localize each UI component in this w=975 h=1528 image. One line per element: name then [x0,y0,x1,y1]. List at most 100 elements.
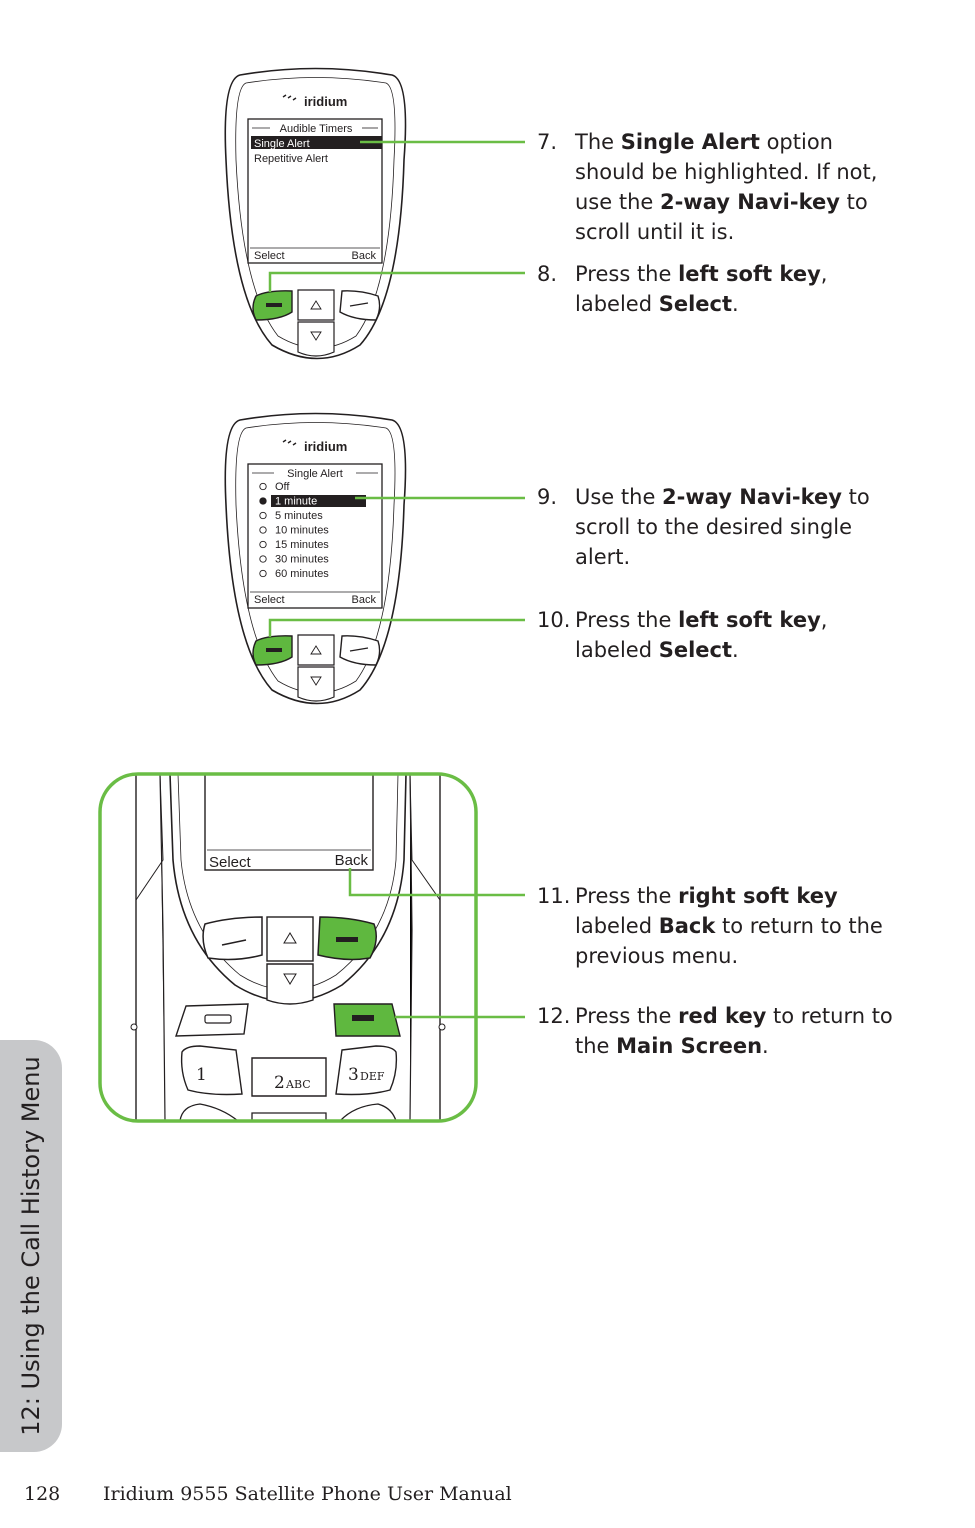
radio-option[interactable]: 1 minute [259,495,366,508]
right-soft-key[interactable] [339,635,381,666]
keypad-digit: 1 [196,1065,207,1085]
step-text-run: labeled [575,914,659,938]
step-number: 7. [537,130,558,154]
step-text-run: Press the [575,608,679,632]
keypad-letters: DEF [360,1070,385,1083]
radio-option-label: 15 minutes [275,539,329,551]
left-soft-key[interactable] [202,916,263,961]
radio-option[interactable]: 30 minutes [259,554,330,566]
soft-label-select: Select [209,854,252,871]
phone-illustration-3: Select Back [98,772,525,1123]
radio-empty-icon [259,526,267,534]
phone-screen [204,774,374,871]
step-text-run: to return to the previous menu. [575,914,883,968]
soft-label-select: Select [254,250,285,262]
step-text: Press the left soft key, labeled Select. [575,605,905,665]
navi-key-down[interactable] [297,666,335,702]
iridium-logo: iridium [282,94,347,109]
brand-text: iridium [304,94,347,109]
phone-illustration-2: iridium Single Alert Off 1 minute 5 minute… [224,412,525,705]
radio-option[interactable]: 15 minutes [259,539,330,551]
step-number: 9. [537,485,558,509]
radio-option-label: 60 minutes [275,568,329,580]
keypad-key-1[interactable]: 1 [180,1045,243,1096]
navi-key-down[interactable] [297,321,335,357]
screen-title: Single Alert [287,468,343,480]
step-text-bold: left soft key [678,262,821,286]
navi-key-down[interactable] [266,963,314,1005]
phone-screen [247,463,383,609]
soft-label-back: Back [352,250,377,262]
step-text-run: . [732,638,739,662]
step-text-run: to scroll to the desired single alert. [575,485,870,569]
keypad-digit: 3 [348,1065,359,1085]
brand-text: iridium [304,439,347,454]
step-text-bold: Single Alert [620,130,760,154]
step-text-run: , labeled [575,262,828,316]
navi-key-up[interactable] [297,289,335,321]
step-text-run: Use the [575,485,663,509]
step-text: The Single Alert option should be highli… [575,127,905,247]
chapter-side-tab: 12: Using the Call History Menu [0,1040,62,1452]
radio-option-label: 30 minutes [275,554,329,566]
radio-selected-icon [259,497,267,505]
radio-option-label: 1 minute [275,496,317,508]
page-number: 128 [24,1483,61,1505]
navi-key-up[interactable] [266,916,314,962]
left-soft-key[interactable] [252,290,293,321]
step-text-run: . [762,1034,769,1058]
soft-label-back: Back [352,594,377,606]
left-soft-key[interactable] [252,635,293,666]
right-soft-key[interactable] [339,290,381,321]
menu-item-single-alert[interactable]: Single Alert [254,138,310,150]
radio-option[interactable]: Off [259,481,291,493]
navi-key-up[interactable] [297,634,335,666]
step-text-run: The [575,130,621,154]
step-text-bold: Select [658,292,733,316]
phone-illustration-1: iridium Audible Timers Single Alert Repe… [224,67,525,360]
radio-empty-icon [259,555,267,563]
step-text-bold: 2-way Navi-key [662,485,842,509]
step-text: Press the right soft key labeled Back to… [575,881,905,971]
keypad-digit: 2 [274,1073,285,1093]
manual-title: Iridium 9555 Satellite Phone User Manual [103,1483,512,1505]
step-text-run: option should be highlighted. If not, us… [575,130,878,214]
step-text: Use the 2-way Navi-key to scroll to the … [575,482,905,572]
radio-option-label: 5 minutes [275,510,323,522]
chapter-side-tab-label: 12: Using the Call History Menu [17,1056,45,1436]
radio-option-label: Off [275,481,290,493]
screen-title: Audible Timers [280,123,353,135]
menu-highlight [251,136,382,149]
iridium-logo: iridium [282,439,347,454]
keypad-letters: ABC [285,1078,311,1091]
step-text-bold: Back [658,914,716,938]
left-action-key[interactable] [175,1003,249,1037]
step-number: 11. [537,884,571,908]
step-number: 12. [537,1004,571,1028]
step-number: 8. [537,262,558,286]
radio-option[interactable]: 60 minutes [259,568,330,580]
step-text-bold: Select [658,638,733,662]
step-text-bold: 2-way Navi-key [659,190,840,214]
step-text-run: Press the [575,262,679,286]
radio-option[interactable]: 10 minutes [259,525,330,537]
soft-label-back: Back [335,852,369,869]
right-soft-key[interactable] [317,916,377,961]
radio-empty-icon [259,540,267,549]
step-text: Press the left soft key, labeled Select. [575,259,905,319]
soft-label-select: Select [254,594,285,606]
callout-line-8 [268,271,525,292]
radio-empty-icon [259,511,267,520]
step-text-bold: left soft key [678,608,821,632]
step-number: 10. [537,608,571,632]
menu-item-repetitive-alert[interactable]: Repetitive Alert [254,153,328,165]
radio-empty-icon [259,482,267,491]
red-end-key[interactable] [333,1003,401,1037]
radio-option[interactable]: 5 minutes [259,510,323,522]
step-text: Press the red key to return to the Main … [575,1001,905,1061]
radio-empty-icon [259,569,267,578]
